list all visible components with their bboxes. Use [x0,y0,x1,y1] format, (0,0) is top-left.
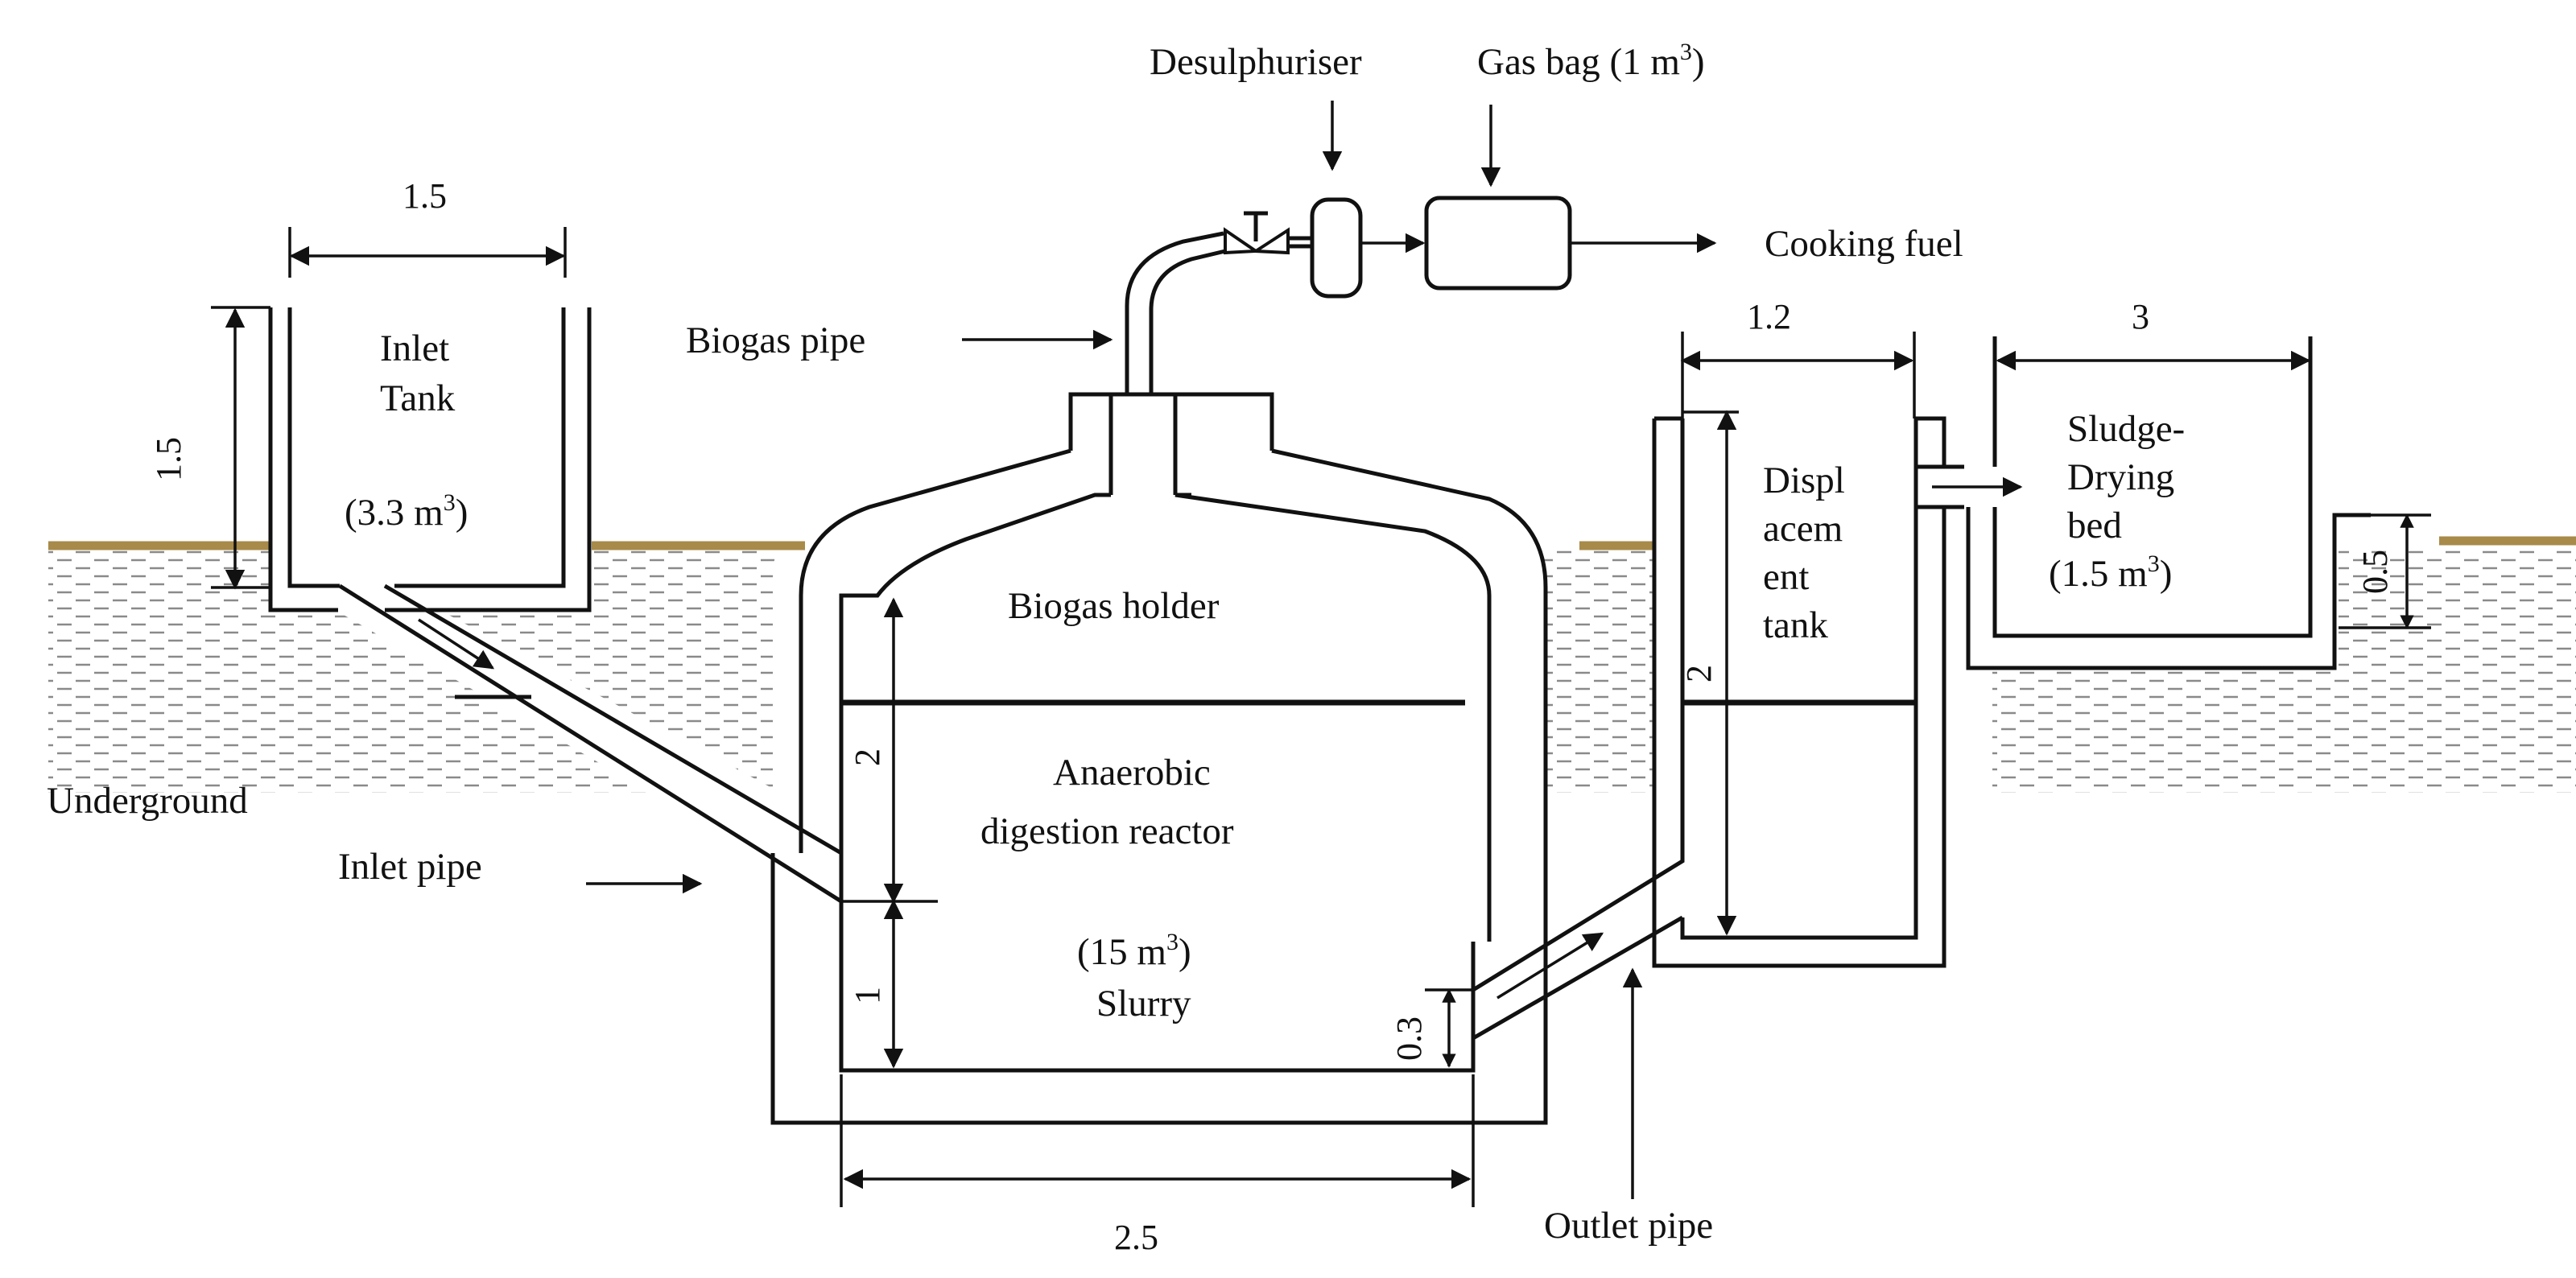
label-reactor-line2: digestion reactor [980,810,1234,852]
label-displacement-line1: Displ [1763,460,1845,501]
label-displacement-line4: tank [1763,604,1828,646]
inlet-tank [268,307,592,612]
underground-soil [48,306,2576,1123]
label-biogas-pipe: Biogas pipe [686,320,865,361]
label-sludge-line2: Drying [2067,456,2174,498]
digester-reactor [770,392,1548,1125]
pointer-arrows [586,101,1643,1199]
label-inlet-tank-line1: Inlet [380,328,449,369]
dim-outlet-height: 0.3 [1389,1016,1429,1061]
label-underground: Underground [47,780,248,822]
dim-gas-holder-height: 2 [848,748,887,766]
label-inlet-tank-volume: (3.3 m3) [345,489,468,534]
desulphuriser [1310,197,1426,299]
label-biogas-holder: Biogas holder [1008,585,1220,627]
label-slurry: Slurry [1096,983,1191,1024]
dim-displacement-width: 1.2 [1747,297,1791,336]
label-outlet-pipe: Outlet pipe [1544,1205,1713,1247]
label-gas-bag: Gas bag (1 m3) [1477,39,1705,83]
label-sludge-volume: (1.5 m3) [2049,550,2172,595]
label-desulphuriser: Desulphuriser [1150,41,1362,83]
label-sludge-line1: Sludge- [2067,408,2185,450]
label-reactor-line1: Anaerobic [1053,752,1211,794]
displacement-tank [1652,416,2023,968]
dim-inlet-tank-height: 1.5 [149,437,188,481]
dimension-lines [211,227,2431,1207]
label-reactor-volume: (15 m3) [1077,929,1191,973]
label-inlet-tank-line2: Tank [380,377,456,419]
dim-slurry-height: 1 [848,987,887,1004]
label-sludge-line3: bed [2067,505,2122,546]
label-displacement-line2: acem [1763,508,1843,550]
label-inlet-pipe: Inlet pipe [338,846,482,888]
biogas-pipe [1125,211,1312,394]
gas-bag [1424,196,1717,291]
label-cooking-fuel: Cooking fuel [1765,223,1963,265]
label-displacement-line3: ent [1763,556,1809,598]
outlet-pipe [1472,418,1685,1041]
inlet-pipe [338,583,844,904]
dim-sludge-bed-width: 3 [2132,297,2149,336]
dim-inlet-tank-width: 1.5 [402,176,447,216]
dim-displacement-height: 2 [1679,665,1719,682]
dim-sludge-bed-height: 0.5 [2355,550,2395,594]
dim-reactor-width: 2.5 [1114,1218,1158,1257]
